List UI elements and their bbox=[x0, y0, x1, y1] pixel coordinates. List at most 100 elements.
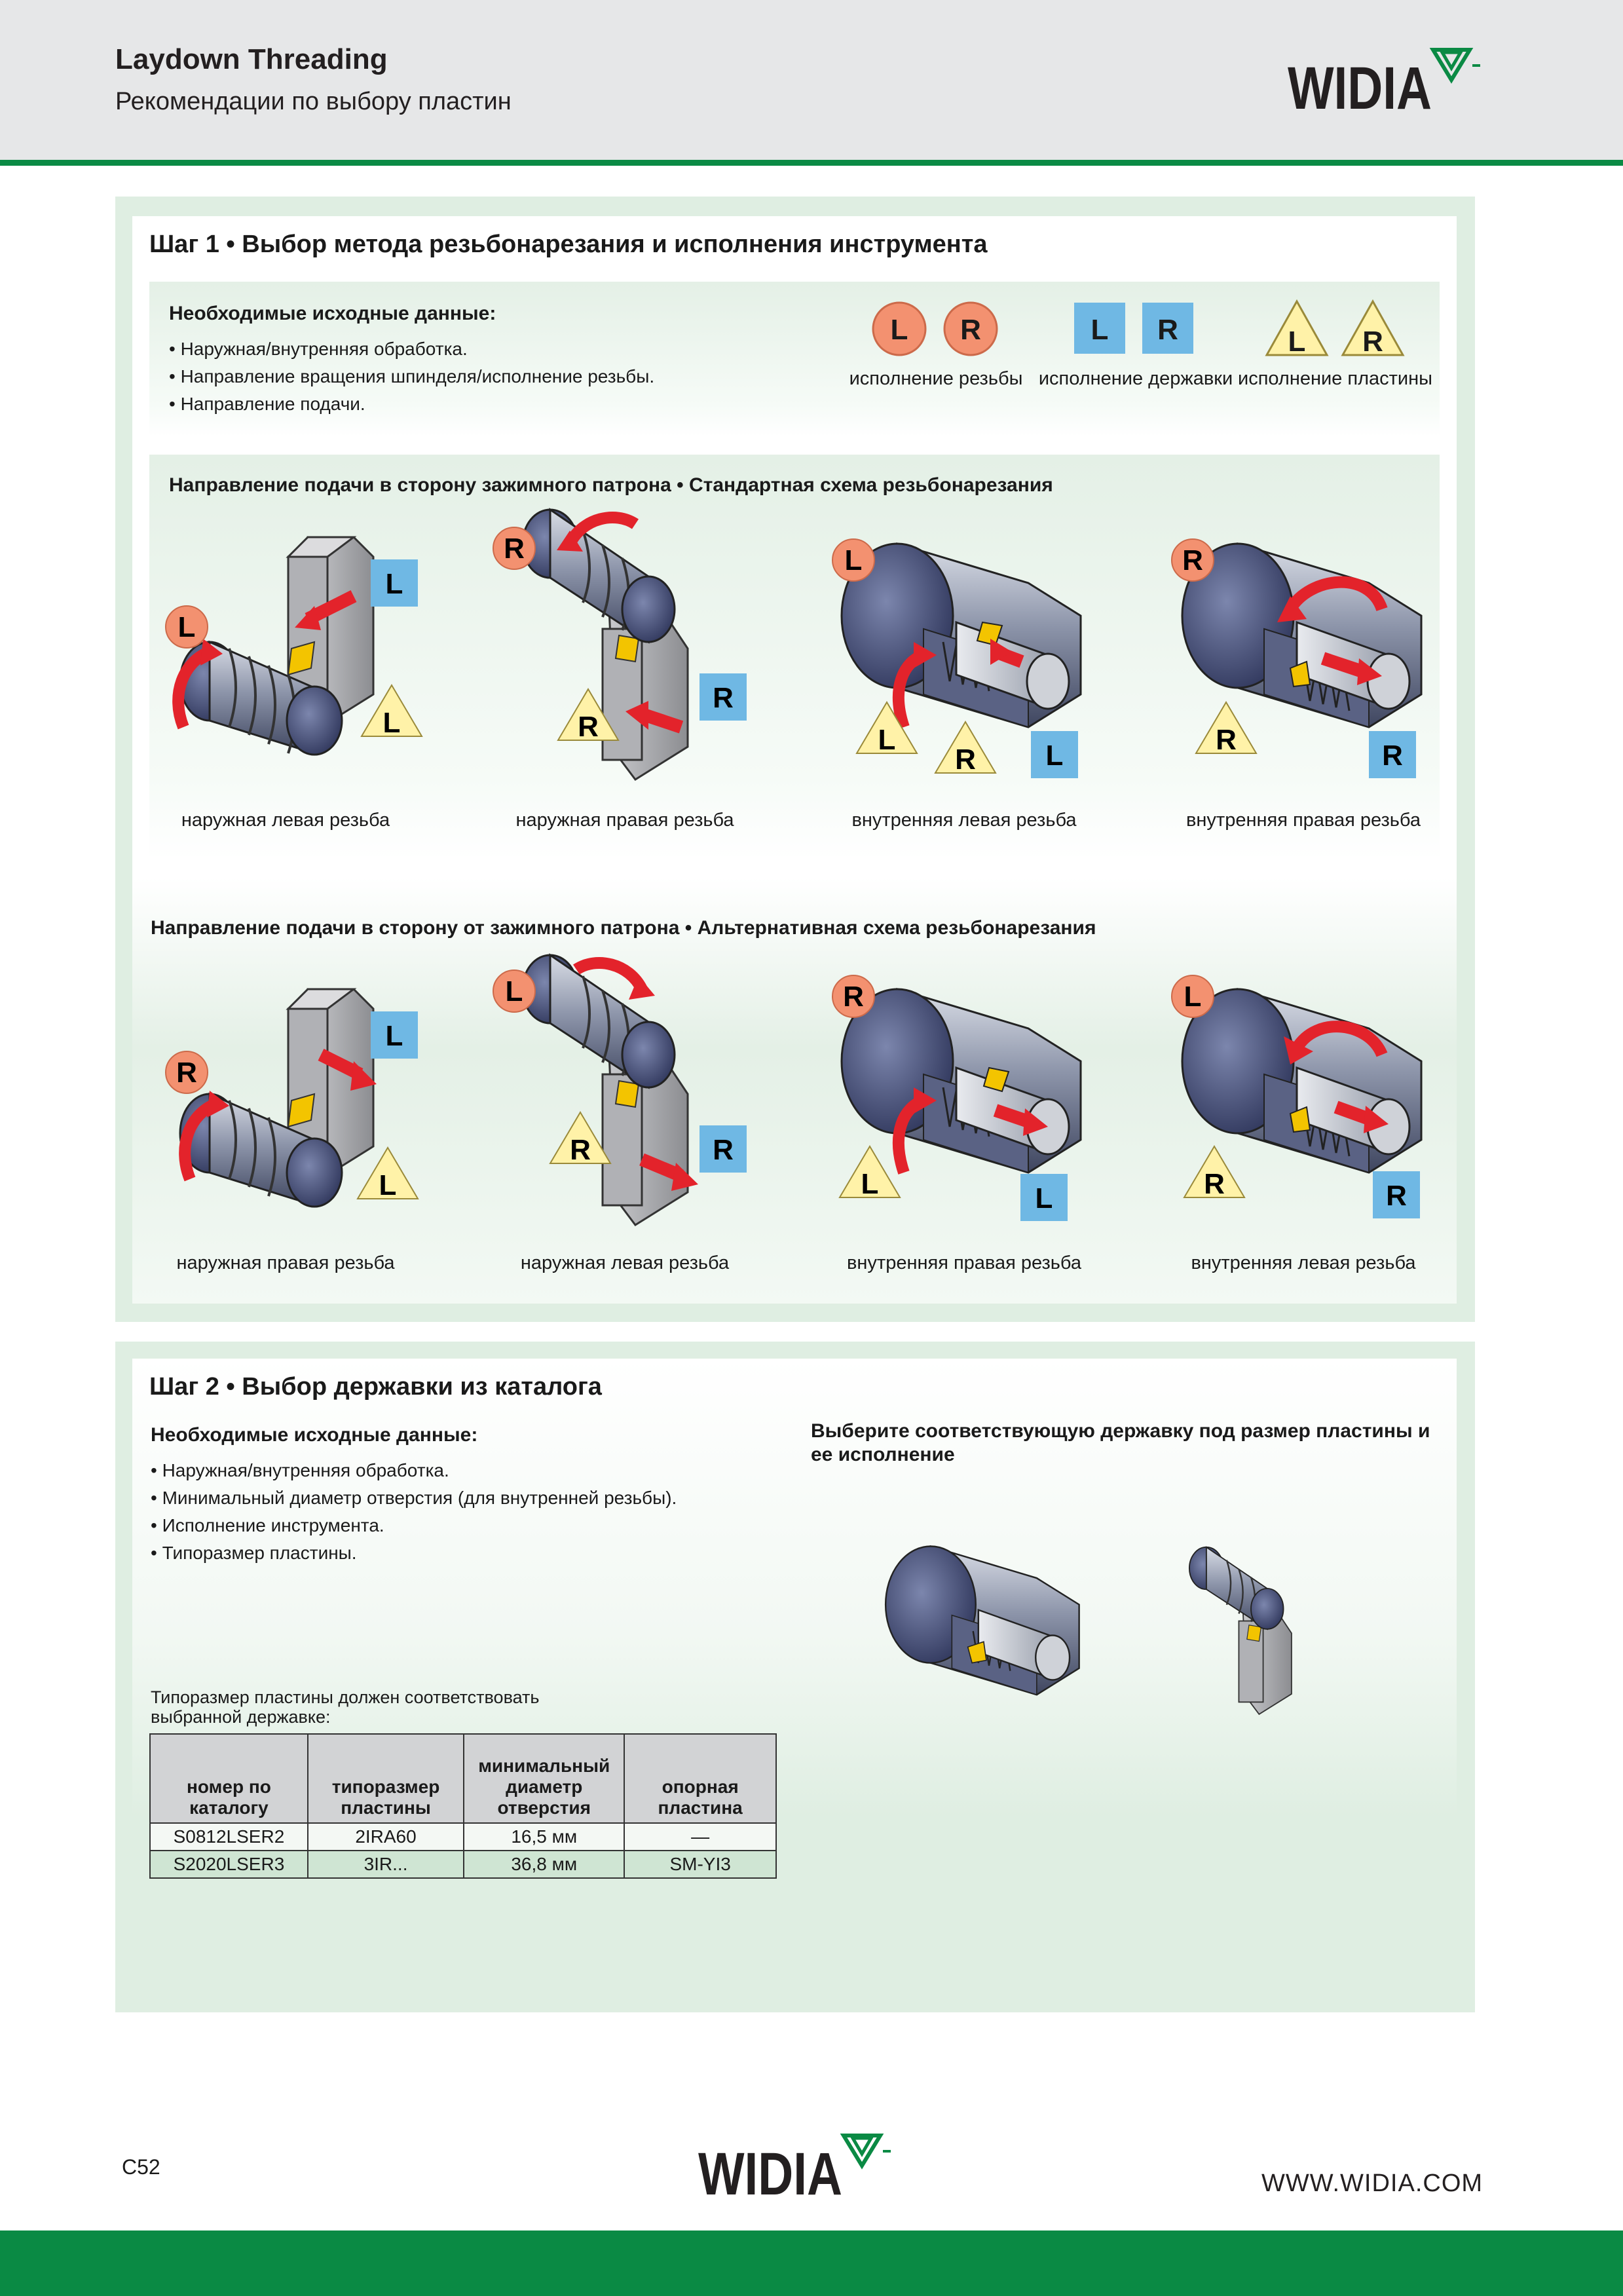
svg-text:R: R bbox=[1382, 740, 1403, 772]
select-holder-note-line2: ее исполнение bbox=[811, 1444, 955, 1465]
step2-bullet: • Исполнение инструмента. bbox=[151, 1515, 384, 1535]
thread-badge-icon: R bbox=[493, 527, 536, 570]
holder-badge-icon: R bbox=[1373, 1171, 1420, 1218]
svg-text:R: R bbox=[176, 1057, 197, 1089]
svg-text:R: R bbox=[1216, 724, 1237, 756]
illustration-external-holder bbox=[1188, 1546, 1292, 1716]
insert-badge-icon: L bbox=[360, 684, 423, 739]
widia-logo-icon: WIDIA bbox=[1288, 48, 1480, 115]
thread-badge-icon: L bbox=[1171, 975, 1214, 1018]
insert-badge-l-icon: L bbox=[1265, 299, 1329, 358]
step2-bullet: • Типоразмер пластины. bbox=[151, 1543, 357, 1563]
insert-badge-icon: R bbox=[934, 721, 997, 776]
svg-text:L: L bbox=[1046, 740, 1064, 772]
website-link[interactable]: WWW.WIDIA.COM bbox=[1261, 2170, 1483, 2197]
illustration-external-right-thread bbox=[521, 508, 689, 781]
illustration-internal-left-thread-alt bbox=[1181, 987, 1423, 1174]
illustration-external-left-thread-alt bbox=[521, 953, 698, 1227]
legend-label-insert: исполнение пластины bbox=[1238, 368, 1432, 389]
step1-title: Шаг 1 • Выбор метода резьбонарезания и и… bbox=[149, 231, 988, 258]
table-cell: 2IRA60 bbox=[307, 1822, 465, 1851]
caption-standard-3: внутренняя левая резьба bbox=[851, 810, 1077, 831]
table-row: S0812LSER2 2IRA60 16,5 мм — bbox=[149, 1822, 777, 1851]
table-row: S2020LSER3 3IR... 36,8 мм SM-YI3 bbox=[149, 1850, 777, 1879]
svg-text:R: R bbox=[570, 1134, 591, 1166]
table-cell: 36,8 мм bbox=[463, 1850, 625, 1879]
table-cell: SM-YI3 bbox=[624, 1850, 777, 1879]
caption-alternative-4: внутренняя левая резьба bbox=[1191, 1252, 1416, 1273]
svg-text:R: R bbox=[713, 682, 734, 714]
svg-text:L: L bbox=[178, 611, 196, 643]
badge-legend: L R L R L R bbox=[872, 299, 1405, 358]
page-header bbox=[0, 0, 1623, 160]
svg-text:R: R bbox=[1157, 314, 1178, 346]
legend-label-holder: исполнение державки bbox=[1038, 368, 1233, 389]
step1-bullet: • Направление подачи. bbox=[169, 394, 365, 414]
thread-badge-icon: L bbox=[493, 969, 536, 1013]
svg-text:L: L bbox=[1091, 314, 1109, 346]
footer-bar bbox=[0, 2230, 1623, 2296]
svg-text:R: R bbox=[1386, 1180, 1407, 1212]
insert-badge-r-icon: R bbox=[1341, 299, 1405, 358]
page-title: Laydown Threading bbox=[115, 43, 388, 75]
table-note-line2: выбранной державке: bbox=[151, 1707, 331, 1727]
svg-text:L: L bbox=[891, 314, 908, 346]
holder-badge-icon: L bbox=[371, 1011, 418, 1059]
caption-standard-2: наружная правая резьба bbox=[515, 810, 734, 831]
thread-badge-icon: L bbox=[165, 605, 208, 649]
svg-text:R: R bbox=[713, 1134, 734, 1166]
caption-alternative-1: наружная правая резьба bbox=[176, 1252, 395, 1273]
svg-text:R: R bbox=[1204, 1168, 1225, 1200]
svg-text:R: R bbox=[504, 533, 525, 565]
caption-alternative-2: наружная левая резьба bbox=[520, 1252, 730, 1273]
svg-text:L: L bbox=[386, 1020, 403, 1052]
footer-logo-wordmark: WIDIA bbox=[698, 2141, 842, 2201]
svg-text:R: R bbox=[955, 743, 976, 776]
caption-standard-4: внутренняя правая резьба bbox=[1186, 810, 1421, 831]
illustration-external-right-thread-alt bbox=[179, 988, 377, 1208]
step1-bullet: • Наружная/внутренняя обработка. bbox=[169, 339, 468, 359]
svg-text:L: L bbox=[383, 707, 401, 739]
illustration-internal-right-thread bbox=[1181, 542, 1423, 728]
svg-text:L: L bbox=[1184, 981, 1202, 1013]
step1-inputs-box bbox=[149, 282, 1440, 436]
page-subtitle: Рекомендации по выбору пластин bbox=[115, 88, 512, 115]
svg-text:L: L bbox=[1288, 326, 1306, 358]
widia-footer-logo-icon: WIDIA bbox=[698, 2134, 891, 2201]
holder-badge-l-icon: L bbox=[1074, 303, 1125, 354]
svg-text:L: L bbox=[861, 1168, 879, 1200]
illustration-internal-left-thread bbox=[840, 542, 1082, 729]
step2-bullet: • Наружная/внутренняя обработка. bbox=[151, 1460, 449, 1480]
svg-text:L: L bbox=[878, 724, 896, 756]
table-cell: S0812LSER2 bbox=[149, 1822, 308, 1851]
standard-scheme-heading: Направление подачи в сторону зажимного п… bbox=[169, 474, 1053, 496]
holder-badge-icon: L bbox=[1020, 1174, 1068, 1221]
table-note-line1: Типоразмер пластины должен соответствова… bbox=[151, 1687, 540, 1707]
illustration-external-left-thread bbox=[172, 536, 375, 756]
insert-badge-icon: L bbox=[356, 1146, 419, 1201]
table-cell: — bbox=[624, 1822, 777, 1851]
svg-text:R: R bbox=[1182, 544, 1203, 576]
caption-standard-1: наружная левая резьба bbox=[181, 810, 390, 831]
thread-badge-icon: L bbox=[832, 538, 875, 582]
svg-text:R: R bbox=[960, 314, 981, 346]
step1-inputs-heading: Необходимые исходные данные: bbox=[169, 303, 496, 324]
illustration-internal-right-thread-alt bbox=[840, 987, 1082, 1175]
svg-text:L: L bbox=[506, 975, 523, 1007]
insert-badge-icon: R bbox=[557, 688, 620, 743]
illustration-boring-bar bbox=[884, 1545, 1080, 1696]
holder-badge-icon: L bbox=[371, 559, 418, 607]
svg-text:L: L bbox=[1035, 1182, 1053, 1214]
step2-title: Шаг 2 • Выбор державки из каталога bbox=[149, 1373, 602, 1401]
thread-badge-r-icon: R bbox=[943, 301, 998, 356]
insert-badge-icon: R bbox=[1183, 1145, 1246, 1200]
insert-badge-icon: L bbox=[855, 701, 918, 756]
holder-badge-icon: R bbox=[700, 1125, 747, 1173]
step2-inputs-heading: Необходимые исходные данные: bbox=[151, 1424, 478, 1446]
page-number: C52 bbox=[122, 2155, 160, 2179]
alternative-scheme-heading: Направление подачи в сторону от зажимног… bbox=[151, 917, 1096, 939]
